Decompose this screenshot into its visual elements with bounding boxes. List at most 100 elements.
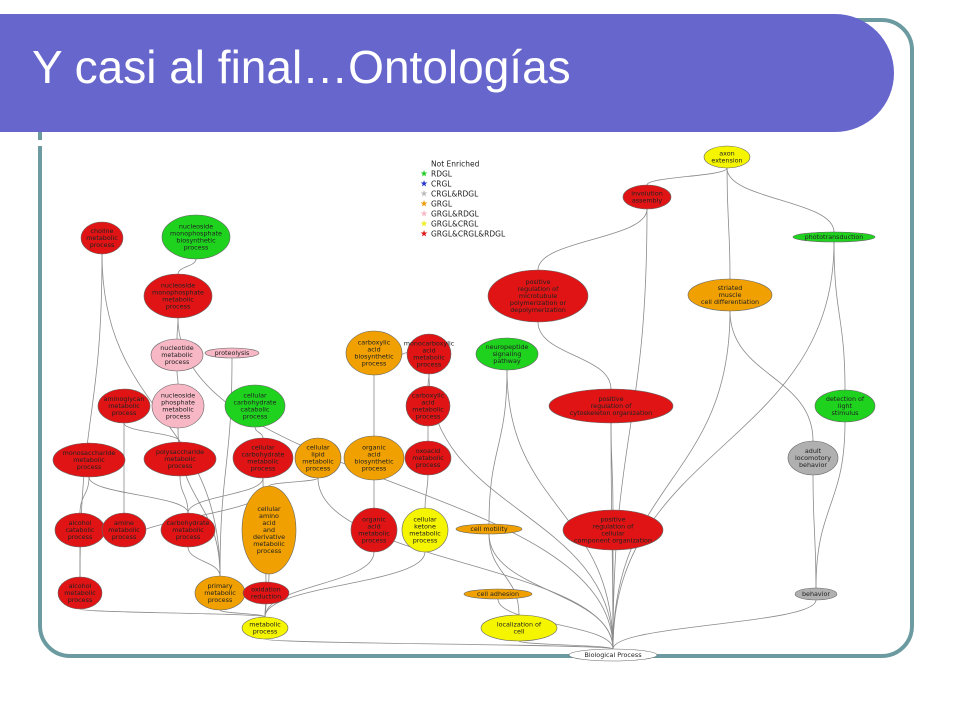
node-label: metabolic xyxy=(247,458,279,466)
legend-item: Not Enriched xyxy=(431,160,480,169)
node-shape xyxy=(242,581,290,605)
legend-item: ★GRGL&CRGL xyxy=(420,220,479,230)
node-label: regulation of xyxy=(518,285,559,293)
node-label: metabolic xyxy=(413,354,445,362)
node-label: signaling xyxy=(493,350,522,358)
legend-label: GRGL&RDGL xyxy=(431,210,480,219)
node-label: cellular xyxy=(251,444,275,452)
node-label: metabolic xyxy=(253,540,285,548)
graph-edge xyxy=(729,310,814,442)
legend-label: CRGL&RDGL xyxy=(431,190,479,199)
graph-edge xyxy=(488,533,520,616)
node-label: positive xyxy=(600,516,625,524)
node-label: process xyxy=(112,409,137,417)
node-shape xyxy=(703,145,751,169)
node-label: pathway xyxy=(493,357,521,365)
node-label: light xyxy=(838,402,853,410)
node-label: carbohydrate xyxy=(242,451,285,459)
node-label: cell adhesion xyxy=(477,590,519,598)
node-shape xyxy=(405,385,451,427)
node-label: reduction xyxy=(251,593,281,601)
graph-edge xyxy=(815,421,846,589)
node-label: nucleoside xyxy=(161,392,195,400)
node-label: depolymerization xyxy=(510,306,566,314)
node-label: process xyxy=(243,413,268,421)
node-label: choline xyxy=(90,227,113,235)
node-shape xyxy=(487,269,589,323)
graph-nodes: cholinemetabolicprocessnucleosidemonopho… xyxy=(52,145,876,662)
node-shape xyxy=(143,273,213,319)
node-label: process xyxy=(251,465,276,473)
node-label: metabolic xyxy=(73,456,105,464)
node-label: process xyxy=(77,463,102,471)
node-shape xyxy=(687,278,773,312)
node-label: behavior xyxy=(802,590,830,598)
graph-edge xyxy=(177,258,197,275)
node-shape xyxy=(57,576,103,610)
node-label: striated xyxy=(718,284,743,292)
node-label: carbohydrate xyxy=(234,399,277,407)
node-label: metabolic xyxy=(86,234,118,242)
node-label: monophosphate xyxy=(170,230,222,238)
legend-label: GRGL&CRGL&RDGL xyxy=(431,230,506,239)
node-shape xyxy=(814,389,876,423)
legend-star-icon: ★ xyxy=(420,210,428,220)
node-proteolysis: proteolysis xyxy=(204,347,260,359)
node-shape xyxy=(455,523,523,535)
legend: Not Enriched★RDGL★CRGL★CRGL&RDGL★GRGL★GR… xyxy=(420,160,506,240)
node-shape xyxy=(343,435,405,481)
node-label: process xyxy=(306,465,331,473)
node-label: cytoskeleton organization xyxy=(570,409,652,417)
node-label: acid xyxy=(422,347,435,355)
node-label: positive xyxy=(598,395,623,403)
graph-edge xyxy=(518,640,614,650)
graph-edge xyxy=(424,474,429,509)
node-label: metabolic xyxy=(64,589,96,597)
node-label: metabolic xyxy=(412,454,444,462)
node-label: involution xyxy=(631,190,663,198)
graph-edge xyxy=(506,369,614,650)
node-label: process xyxy=(112,533,137,541)
graph-edge xyxy=(612,310,731,650)
node-shape xyxy=(150,338,204,372)
node-label: process xyxy=(362,537,387,545)
node-label: process xyxy=(90,241,115,249)
legend-star-icon: ★ xyxy=(420,170,428,180)
legend-label: RDGL xyxy=(431,170,453,179)
node-label: process xyxy=(362,360,387,368)
node-shape xyxy=(568,648,658,662)
node-label: process xyxy=(362,465,387,473)
node-label: phototransduction xyxy=(805,233,864,241)
node-label: cell differentiation xyxy=(701,298,759,306)
node-cellamino: cellularaminoacidandderivativemetabolicp… xyxy=(241,485,297,575)
node-label: detection of xyxy=(826,395,865,403)
node-label: organic xyxy=(362,516,386,524)
node-label: process xyxy=(417,361,442,369)
legend-item: ★CRGL&RDGL xyxy=(420,190,479,200)
graph-edge xyxy=(79,608,266,618)
node-label: acid xyxy=(367,451,380,459)
graph-edge xyxy=(177,317,614,650)
node-cellmot: cell motility xyxy=(455,523,523,535)
node-shape xyxy=(792,231,876,243)
node-label: metabolic xyxy=(164,455,196,463)
node-shape xyxy=(97,388,151,424)
node-shape xyxy=(80,221,124,255)
node-label: polymerization or xyxy=(510,299,567,307)
node-label: acid xyxy=(367,523,380,531)
node-label: metabolic xyxy=(172,526,204,534)
node-label: organic xyxy=(362,444,386,452)
graph-edge xyxy=(537,321,612,390)
node-label: catabolic xyxy=(66,526,95,534)
